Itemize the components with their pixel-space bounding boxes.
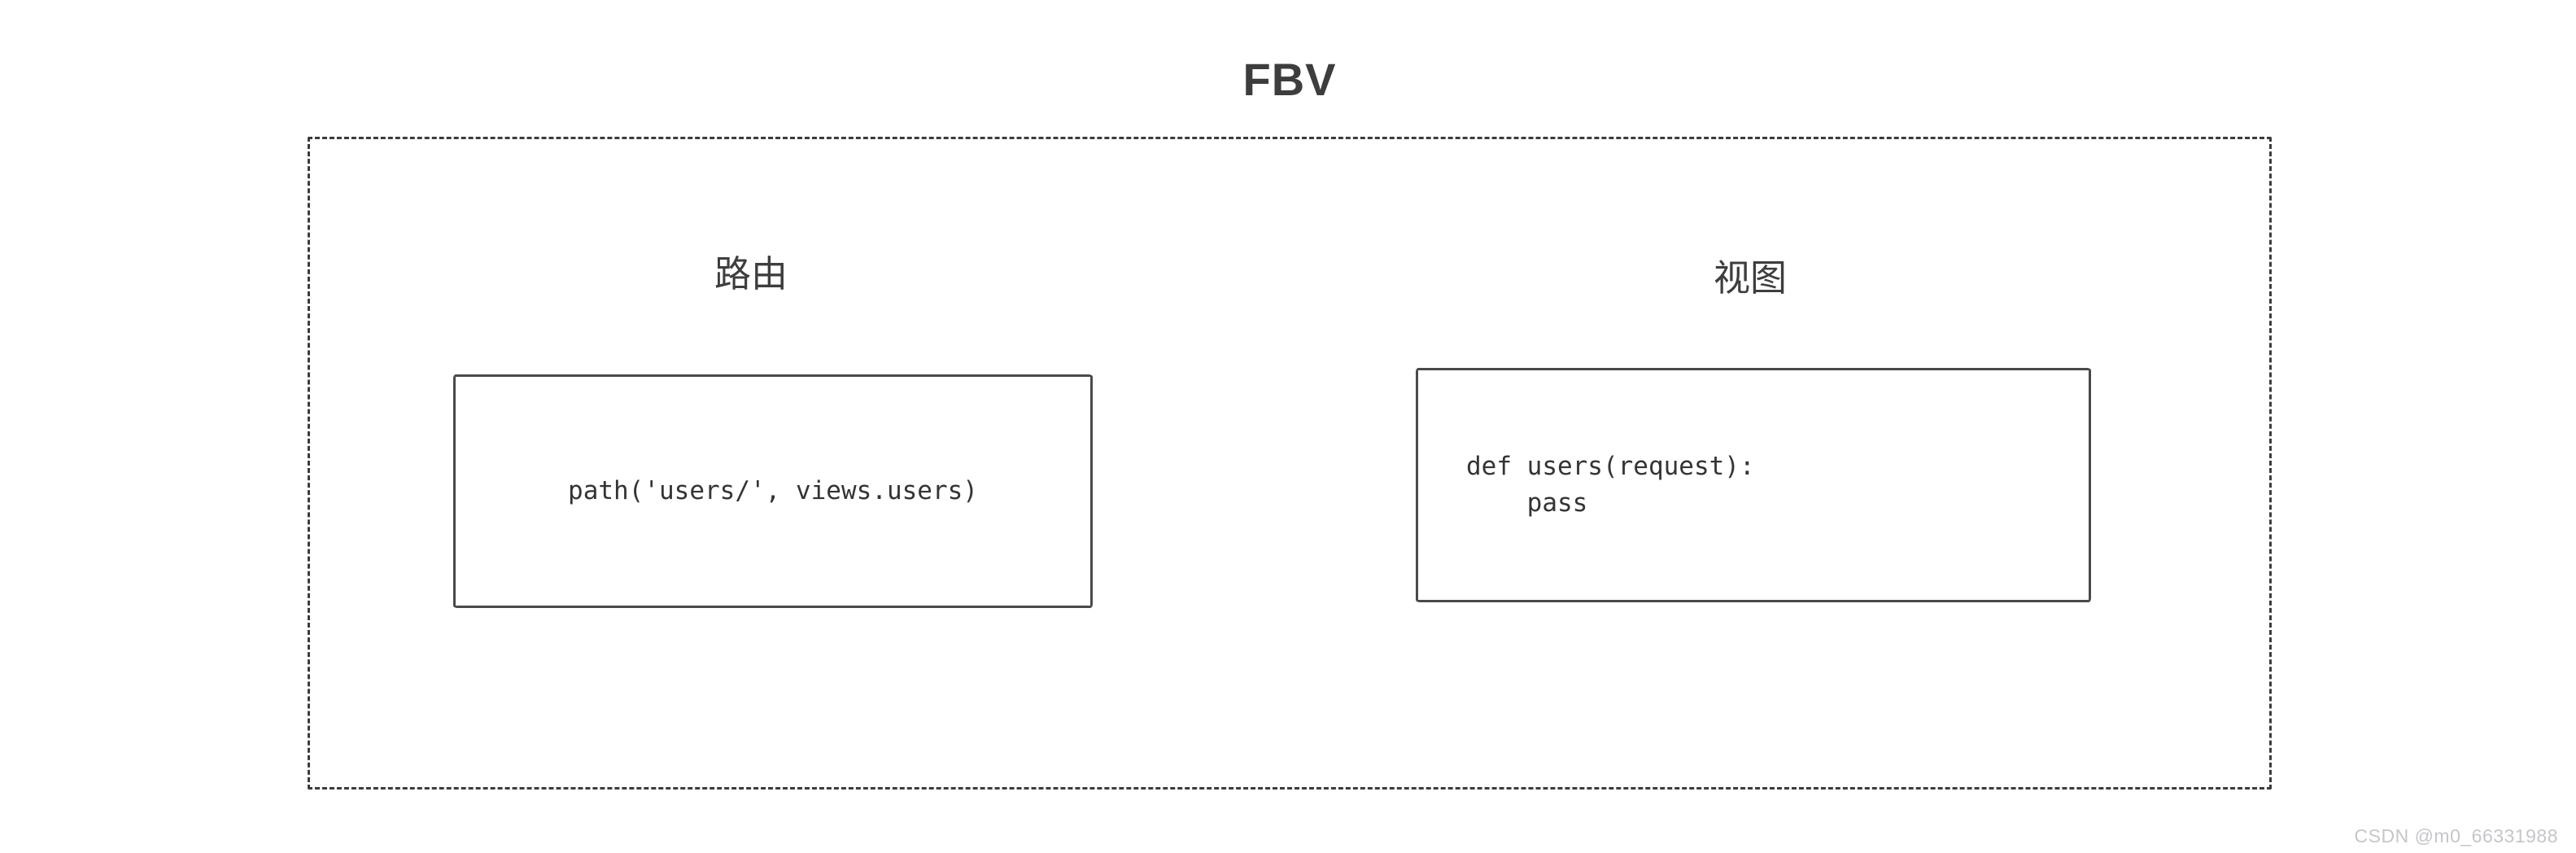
fbv-group-dashed-container	[308, 137, 2272, 790]
label-view: 视图	[1714, 257, 1788, 299]
diagram-title: FBV	[1242, 54, 1337, 105]
view-box: def users(request): pass	[1416, 368, 2091, 602]
watermark: CSDN @m0_66331988	[2354, 825, 2558, 846]
label-route: 路由	[714, 253, 788, 295]
view-code: def users(request): pass	[1466, 452, 1755, 518]
route-code: path('users/', views.users)	[568, 476, 978, 506]
route-box: path('users/', views.users)	[453, 374, 1093, 608]
